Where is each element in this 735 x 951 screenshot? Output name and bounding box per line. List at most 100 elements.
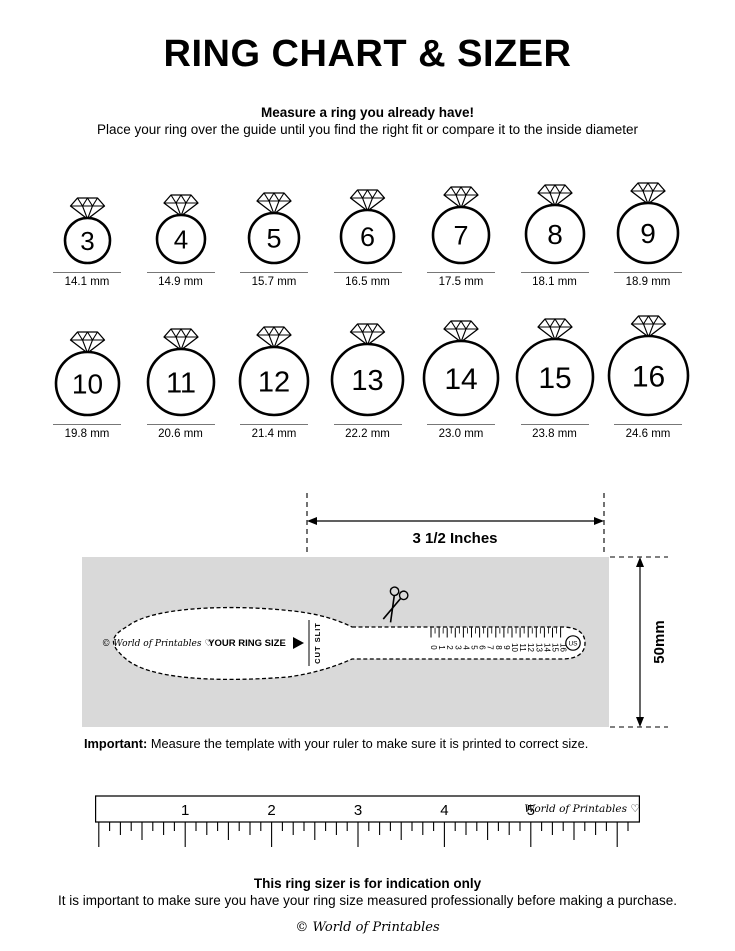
ring-size-item: 10 19.8 mm <box>40 310 134 440</box>
ring-size-item: 6 16.5 mm <box>321 180 415 288</box>
diamond-ring-icon: 6 <box>339 189 396 265</box>
svg-text:0: 0 <box>429 645 438 650</box>
ring-divider <box>146 424 215 425</box>
svg-text:4: 4 <box>173 224 187 254</box>
svg-text:11: 11 <box>165 367 195 399</box>
scissors-icon <box>382 586 409 623</box>
diamond-ring-icon: 13 <box>330 323 405 417</box>
svg-text:13: 13 <box>351 365 383 397</box>
svg-text:9: 9 <box>502 645 511 650</box>
arrowhead-left-icon <box>307 517 317 525</box>
diamond-ring-icon: 14 <box>422 320 500 417</box>
svg-text:3: 3 <box>453 645 462 650</box>
ring-size-item: 7 17.5 mm <box>414 180 508 288</box>
subtitle: Measure a ring you already have! <box>260 105 475 120</box>
svg-text:12: 12 <box>258 366 290 398</box>
page-title: RING CHART & SIZER <box>163 33 572 75</box>
ring-diameter-label: 23.8 mm <box>532 428 577 440</box>
sizer-height-label: 50mm <box>651 620 668 663</box>
svg-text:8: 8 <box>494 645 503 650</box>
diamond-ring-icon: 15 <box>515 318 594 417</box>
ring-diameter-label: 15.7 mm <box>251 276 297 288</box>
svg-text:6: 6 <box>478 645 487 650</box>
svg-text:15: 15 <box>551 643 560 652</box>
us-label: US <box>568 640 578 647</box>
ruler-brand: World of Printables ♡ <box>524 803 640 815</box>
ring-diameter-label: 17.5 mm <box>438 276 484 288</box>
ring-row-1: 3 14.1 mm 4 14.9 mm 5 15.7 mm 6 16.5 mm 7 17.5 mm… <box>0 180 735 288</box>
ring-diameter-label: 19.8 mm <box>64 428 110 440</box>
svg-text:3: 3 <box>354 802 362 819</box>
ring-divider <box>333 272 402 273</box>
svg-text:10: 10 <box>510 643 519 652</box>
svg-text:5: 5 <box>470 645 479 650</box>
ring-diameter-label: 14.9 mm <box>158 276 203 288</box>
svg-text:5: 5 <box>527 802 535 819</box>
right-pointer-icon <box>293 637 304 649</box>
svg-text:4: 4 <box>440 802 448 819</box>
svg-text:14: 14 <box>444 363 477 396</box>
footer-brand: © World of Printables <box>295 920 440 935</box>
diamond-ring-icon: 3 <box>63 197 111 265</box>
important-text: Measure the template with your ruler to … <box>150 736 589 751</box>
svg-text:1: 1 <box>181 802 189 819</box>
svg-text:4: 4 <box>461 645 470 650</box>
diamond-ring-icon: 9 <box>616 182 680 265</box>
svg-text:3: 3 <box>80 226 94 256</box>
ring-diameter-label: 14.1 mm <box>64 276 110 288</box>
ring-divider <box>333 424 402 425</box>
ring-diameter-label: 22.2 mm <box>345 428 390 440</box>
ring-divider <box>53 272 121 273</box>
svg-text:1: 1 <box>437 645 446 650</box>
diamond-ring-icon: 4 <box>155 194 206 265</box>
ring-size-item: 11 20.6 mm <box>134 310 228 440</box>
diamond-ring-icon: 7 <box>431 186 491 265</box>
svg-text:12: 12 <box>526 643 535 652</box>
ring-diameter-label: 18.1 mm <box>532 276 577 288</box>
svg-text:2: 2 <box>267 802 275 819</box>
ring-divider <box>614 272 682 273</box>
ring-sizer-diagram: 3 1/2 Inches 50mm CUT SLIT © World of Pr… <box>82 493 668 728</box>
ring-size-item: 9 18.9 mm <box>601 180 695 288</box>
ring-diameter-label: 24.6 mm <box>625 428 671 440</box>
svg-text:11: 11 <box>518 643 527 652</box>
your-ring-size-label: YOUR RING SIZE <box>208 638 286 649</box>
ring-size-item: 12 21.4 mm <box>227 310 321 440</box>
ring-divider <box>146 272 215 273</box>
ring-diameter-label: 21.4 mm <box>251 428 297 440</box>
ring-divider <box>53 424 121 425</box>
svg-text:2: 2 <box>445 645 454 650</box>
svg-text:10: 10 <box>71 369 102 400</box>
ruler: 1 2 3 4 5 World of Printables ♡ <box>94 795 641 847</box>
svg-text:15: 15 <box>538 362 571 395</box>
svg-text:6: 6 <box>360 222 375 252</box>
svg-text:14: 14 <box>542 643 551 652</box>
arrowhead-down-icon <box>636 717 644 727</box>
arrowhead-up-icon <box>636 557 644 567</box>
svg-text:16: 16 <box>559 643 568 652</box>
sizer-width-label: 3 1/2 Inches <box>412 530 497 547</box>
ring-divider <box>240 272 308 273</box>
ring-divider <box>427 424 495 425</box>
footer-headline: This ring sizer is for indication only <box>253 876 482 891</box>
ring-divider <box>614 424 682 425</box>
important-note: Important: Measure the template with you… <box>84 736 588 751</box>
ring-size-item: 5 15.7 mm <box>227 180 321 288</box>
sizer-brand: © World of Printables ♡ <box>102 639 213 649</box>
svg-text:5: 5 <box>266 224 281 254</box>
ring-size-item: 13 22.2 mm <box>321 310 415 440</box>
ring-diameter-label: 20.6 mm <box>158 428 203 440</box>
diamond-ring-icon: 11 <box>146 328 215 417</box>
ring-divider <box>240 424 308 425</box>
diamond-ring-icon: 5 <box>247 192 301 265</box>
diamond-ring-icon: 12 <box>238 326 310 417</box>
ring-diameter-label: 16.5 mm <box>345 276 390 288</box>
ring-diameter-label: 18.9 mm <box>625 276 671 288</box>
footer-note: It is important to make sure you have yo… <box>57 893 678 908</box>
